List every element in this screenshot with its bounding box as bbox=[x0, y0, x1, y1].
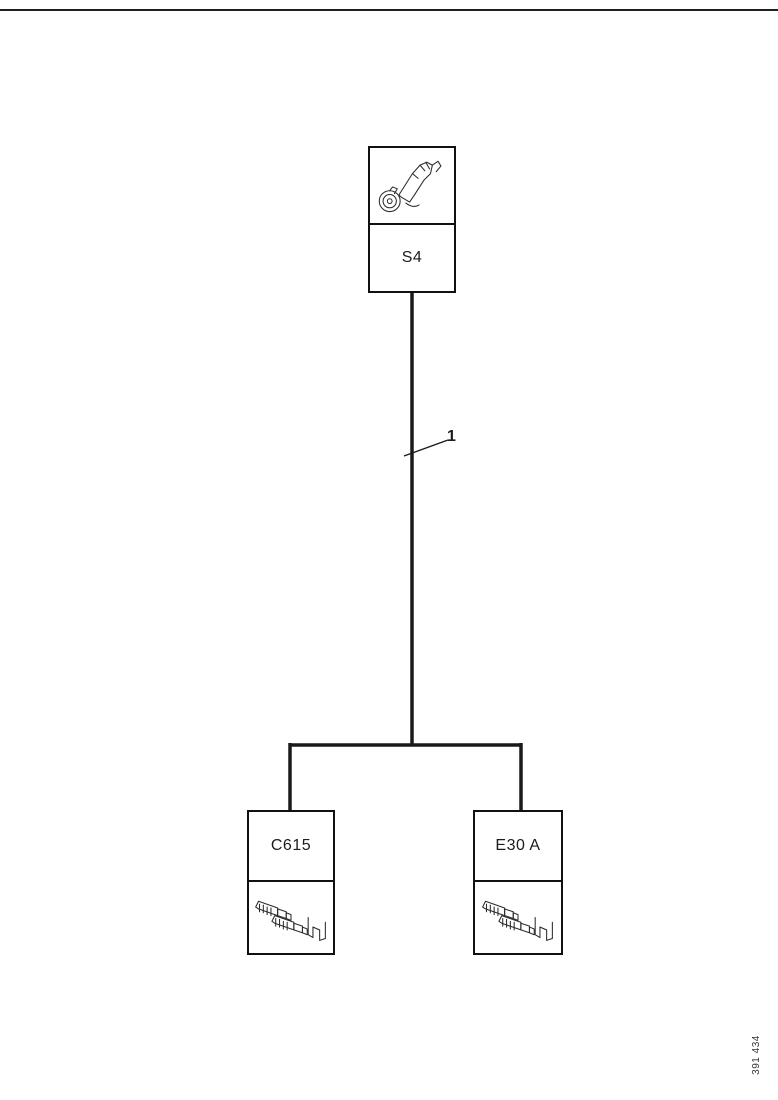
c615-illustration-cell bbox=[249, 882, 333, 953]
s4-label-cell: S4 bbox=[370, 225, 454, 291]
s4-label: S4 bbox=[401, 249, 423, 266]
doc-number: 391 434 bbox=[751, 1029, 765, 1081]
ignition-switch-icon bbox=[378, 160, 442, 213]
c615-label-cell: C615 bbox=[249, 812, 333, 882]
terminal-connector-icon bbox=[482, 900, 553, 941]
c615-label: C615 bbox=[270, 837, 312, 854]
e30a-label-cell: E30 A bbox=[475, 812, 561, 882]
doc-number-text: 391 434 bbox=[751, 1035, 762, 1075]
component-c615: C615 bbox=[247, 810, 335, 955]
s4-illustration-cell bbox=[370, 148, 454, 225]
component-s4: S4 bbox=[368, 146, 456, 293]
e30a-illustration-cell bbox=[475, 882, 561, 953]
wire-callout-leader bbox=[403, 439, 449, 457]
wire-callout: 1 bbox=[447, 428, 456, 446]
wire-number-label: 1 bbox=[447, 428, 456, 445]
page-top-rule bbox=[0, 9, 778, 11]
terminal-connector-icon bbox=[255, 900, 326, 941]
e30a-label: E30 A bbox=[495, 837, 541, 854]
component-e30a: E30 A bbox=[473, 810, 563, 955]
